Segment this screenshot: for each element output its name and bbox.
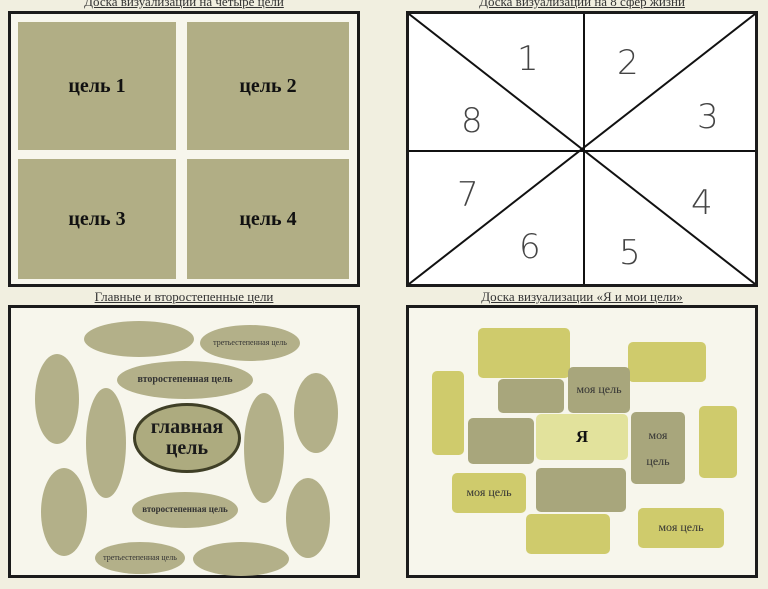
caption-main-secondary: Главные и второстепенные цели bbox=[94, 289, 274, 304]
goal-tile-1: цель 1 bbox=[18, 22, 176, 150]
my-goal-block: моя цель bbox=[631, 412, 685, 484]
my-goal-label: моя цель bbox=[576, 382, 622, 397]
sphere-number-8: 8 bbox=[461, 101, 483, 141]
secondary-goal-label: второстепенная цель bbox=[142, 504, 228, 515]
sphere-number-6: 6 bbox=[519, 227, 541, 267]
tertiary-goal-label: третьестепенная цель bbox=[213, 337, 287, 347]
caption-eight-spheres: Доска визуализации на 8 сфер жизни bbox=[479, 0, 685, 9]
secondary-goal-ellipse: второстепенная цель bbox=[132, 492, 238, 528]
my-goal-block: моя цель bbox=[638, 508, 724, 548]
me-block: Я bbox=[536, 414, 628, 460]
secondary-goal-ellipse: второстепенная цель bbox=[117, 361, 253, 399]
goal-tile-3: цель 3 bbox=[18, 159, 176, 279]
goal-block bbox=[432, 371, 464, 455]
goal-block bbox=[526, 514, 610, 554]
my-goal-block: моя цель bbox=[568, 367, 630, 413]
sphere-number-1: 1 bbox=[517, 39, 539, 79]
goal-block bbox=[478, 328, 570, 378]
goal-block bbox=[536, 468, 626, 512]
main-goal-label: главная цель bbox=[150, 416, 224, 459]
sphere-number-5: 5 bbox=[619, 233, 641, 273]
sphere-number-2: 2 bbox=[617, 43, 639, 83]
tertiary-goal-ellipse: третьестепенная цель bbox=[200, 325, 300, 361]
goal-block bbox=[699, 406, 737, 478]
tertiary-goal-ellipse: третьестепенная цель bbox=[95, 542, 185, 574]
caption-four-goals: Доска визуализации на четыре цели bbox=[84, 0, 284, 9]
secondary-goal-label: второстепенная цель bbox=[137, 373, 233, 385]
goal-ellipse bbox=[84, 321, 194, 357]
sphere-number-3: 3 bbox=[697, 97, 719, 137]
eight-spheres-diagram: 1 2 3 4 5 6 7 8 bbox=[409, 14, 755, 284]
goal-ellipse bbox=[244, 393, 284, 503]
eight-spheres-board: 1 2 3 4 5 6 7 8 bbox=[406, 11, 758, 287]
goal-block bbox=[468, 418, 534, 464]
my-goal-label: моя цель bbox=[658, 520, 704, 535]
caption-me-and-goals: Доска визуализации «Я и мои цели» bbox=[481, 289, 683, 304]
goal-ellipse bbox=[86, 388, 126, 498]
goal-label-3: цель 3 bbox=[68, 207, 126, 230]
tertiary-goal-label: третьестепенная цель bbox=[103, 552, 177, 562]
goal-label-2: цель 2 bbox=[239, 74, 297, 97]
sphere-number-4: 4 bbox=[691, 183, 713, 223]
goal-ellipse bbox=[193, 542, 289, 576]
my-goal-label: моя цель bbox=[646, 427, 670, 468]
main-secondary-board: третьестепенная цель второстепенная цель… bbox=[8, 305, 360, 578]
four-goals-board: цель 1 цель 2 цель 3 цель 4 bbox=[8, 11, 360, 287]
my-goal-label: моя цель bbox=[466, 485, 512, 500]
goal-ellipse bbox=[286, 478, 330, 558]
main-goal-ellipse: главная цель bbox=[133, 403, 241, 473]
goal-tile-2: цель 2 bbox=[187, 22, 349, 150]
goal-tile-4: цель 4 bbox=[187, 159, 349, 279]
sphere-number-7: 7 bbox=[457, 175, 479, 215]
me-label: Я bbox=[575, 426, 589, 446]
goal-block bbox=[498, 379, 564, 413]
goal-block bbox=[628, 342, 706, 382]
goal-ellipse bbox=[35, 354, 79, 444]
goal-ellipse bbox=[294, 373, 338, 453]
goal-ellipse bbox=[41, 468, 87, 556]
goal-label-1: цель 1 bbox=[68, 74, 126, 97]
my-goal-block: моя цель bbox=[452, 473, 526, 513]
diagonal-divider-b bbox=[409, 14, 755, 284]
me-and-goals-board: моя цель Я моя цель моя цель моя цель bbox=[406, 305, 758, 578]
goal-label-4: цель 4 bbox=[239, 207, 297, 230]
